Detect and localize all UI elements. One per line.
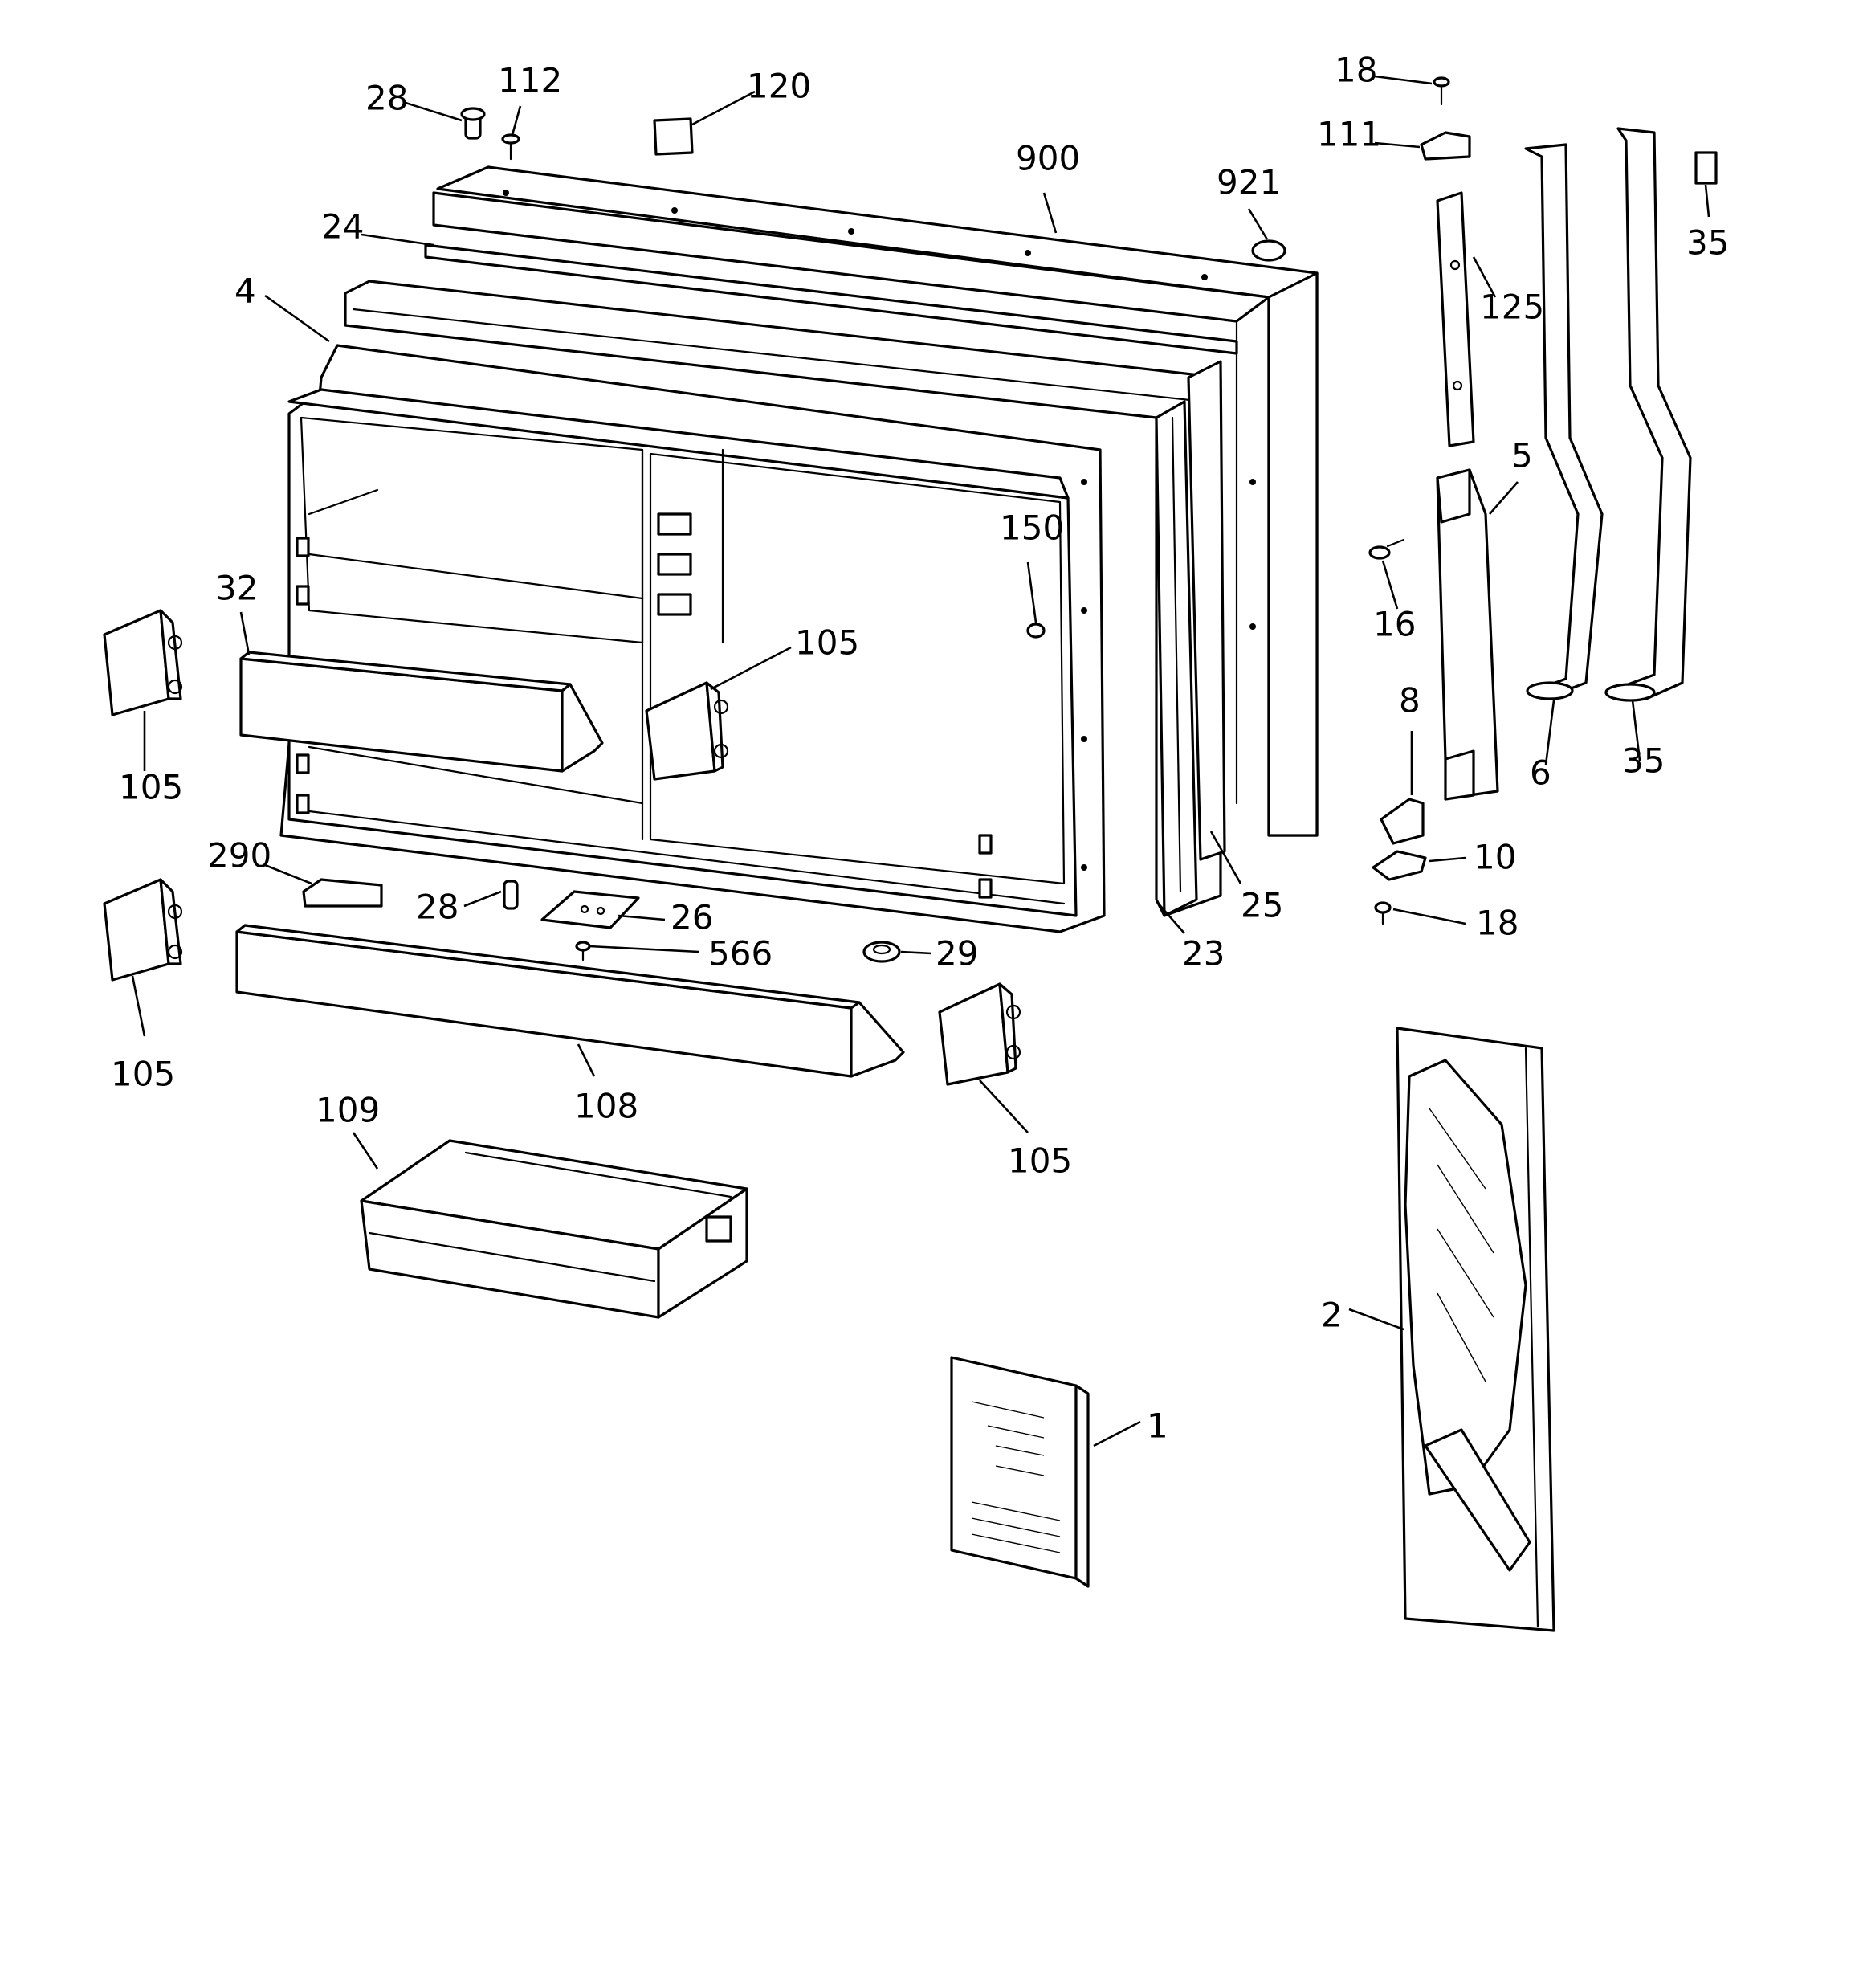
label-1: 1: [1147, 1406, 1168, 1446]
label-566: 566: [708, 934, 773, 974]
label-10: 10: [1474, 838, 1516, 877]
label-921: 921: [1217, 163, 1281, 202]
part-4-door-liner: [279, 344, 1106, 933]
label-35-top: 35: [1686, 223, 1729, 263]
label-8: 8: [1399, 681, 1421, 720]
part-23-door-gasket: [344, 280, 1222, 917]
label-105-left-top: 105: [119, 768, 183, 807]
label-26: 26: [671, 898, 713, 937]
part-28-screw-mid: [503, 880, 519, 910]
label-900: 900: [1016, 139, 1080, 178]
part-109-door-bin: [360, 1139, 748, 1319]
label-125: 125: [1480, 288, 1544, 327]
label-105-bottom-right: 105: [1008, 1141, 1072, 1181]
label-29: 29: [936, 934, 978, 974]
label-111: 111: [1317, 115, 1381, 154]
label-120: 120: [747, 67, 811, 106]
part-900-door-shell: [432, 165, 1319, 837]
part-24-gasket-strip: [424, 243, 1238, 355]
part-2-handle-package: [1396, 1027, 1555, 1632]
label-24: 24: [321, 207, 364, 247]
label-5: 5: [1511, 436, 1533, 476]
label-109: 109: [316, 1091, 380, 1130]
part-105-clip-mid: [645, 681, 729, 781]
label-28-top: 28: [365, 79, 408, 118]
leader-lines: [131, 75, 1710, 1447]
part-8-bracket: [1380, 798, 1425, 845]
label-4: 4: [234, 271, 256, 311]
label-290: 290: [207, 836, 271, 876]
label-108: 108: [574, 1087, 638, 1126]
part-105-clip-left-top: [103, 609, 183, 716]
label-105-mid: 105: [795, 623, 859, 663]
part-16-screw: [1368, 538, 1405, 560]
part-290-cap: [302, 878, 383, 908]
label-112: 112: [498, 61, 562, 100]
part-labels: 28 112 120 900 921 18 111 35 125 24 4 5 …: [111, 51, 1729, 1446]
part-28-screw-top: [460, 107, 486, 140]
label-150: 150: [1000, 508, 1064, 548]
label-18-bottom: 18: [1476, 904, 1519, 943]
part-6-hinge-arm: [1524, 143, 1604, 700]
part-32-shelf-bar: [239, 651, 604, 773]
part-150-screw: [1026, 623, 1046, 639]
part-5-hinge-bracket: [1436, 468, 1499, 801]
part-921-plug: [1251, 239, 1286, 262]
part-35-cap-top: [1694, 151, 1718, 185]
label-32: 32: [215, 569, 258, 608]
label-23: 23: [1182, 934, 1225, 974]
part-18-screw-bottom: [1374, 901, 1392, 925]
part-26-plate: [540, 890, 640, 929]
part-10-plate: [1372, 850, 1427, 881]
label-16: 16: [1373, 605, 1416, 644]
part-29-grommet: [862, 941, 901, 963]
part-1-manual: [950, 1356, 1090, 1588]
label-2: 2: [1321, 1296, 1343, 1335]
label-35-bottom: 35: [1622, 741, 1665, 781]
part-120-cap: [653, 117, 694, 156]
label-18-top: 18: [1335, 51, 1377, 90]
part-111-bracket: [1420, 131, 1471, 161]
label-105-left-bottom: 105: [111, 1055, 175, 1094]
label-28-mid: 28: [416, 888, 459, 927]
part-105-clip-bottom-right: [938, 982, 1021, 1086]
part-18-screw-top: [1433, 76, 1450, 106]
part-108-shelf-bar: [235, 924, 905, 1078]
part-566-screw: [575, 941, 591, 961]
label-6: 6: [1530, 753, 1551, 793]
part-112-screw: [501, 133, 520, 161]
part-105-clip-left-bottom: [103, 878, 183, 982]
part-35-hinge-arm: [1604, 127, 1692, 702]
part-125-hinge-plate: [1436, 191, 1475, 447]
label-25: 25: [1241, 886, 1283, 925]
part-25-gasket-side: [1187, 360, 1226, 861]
